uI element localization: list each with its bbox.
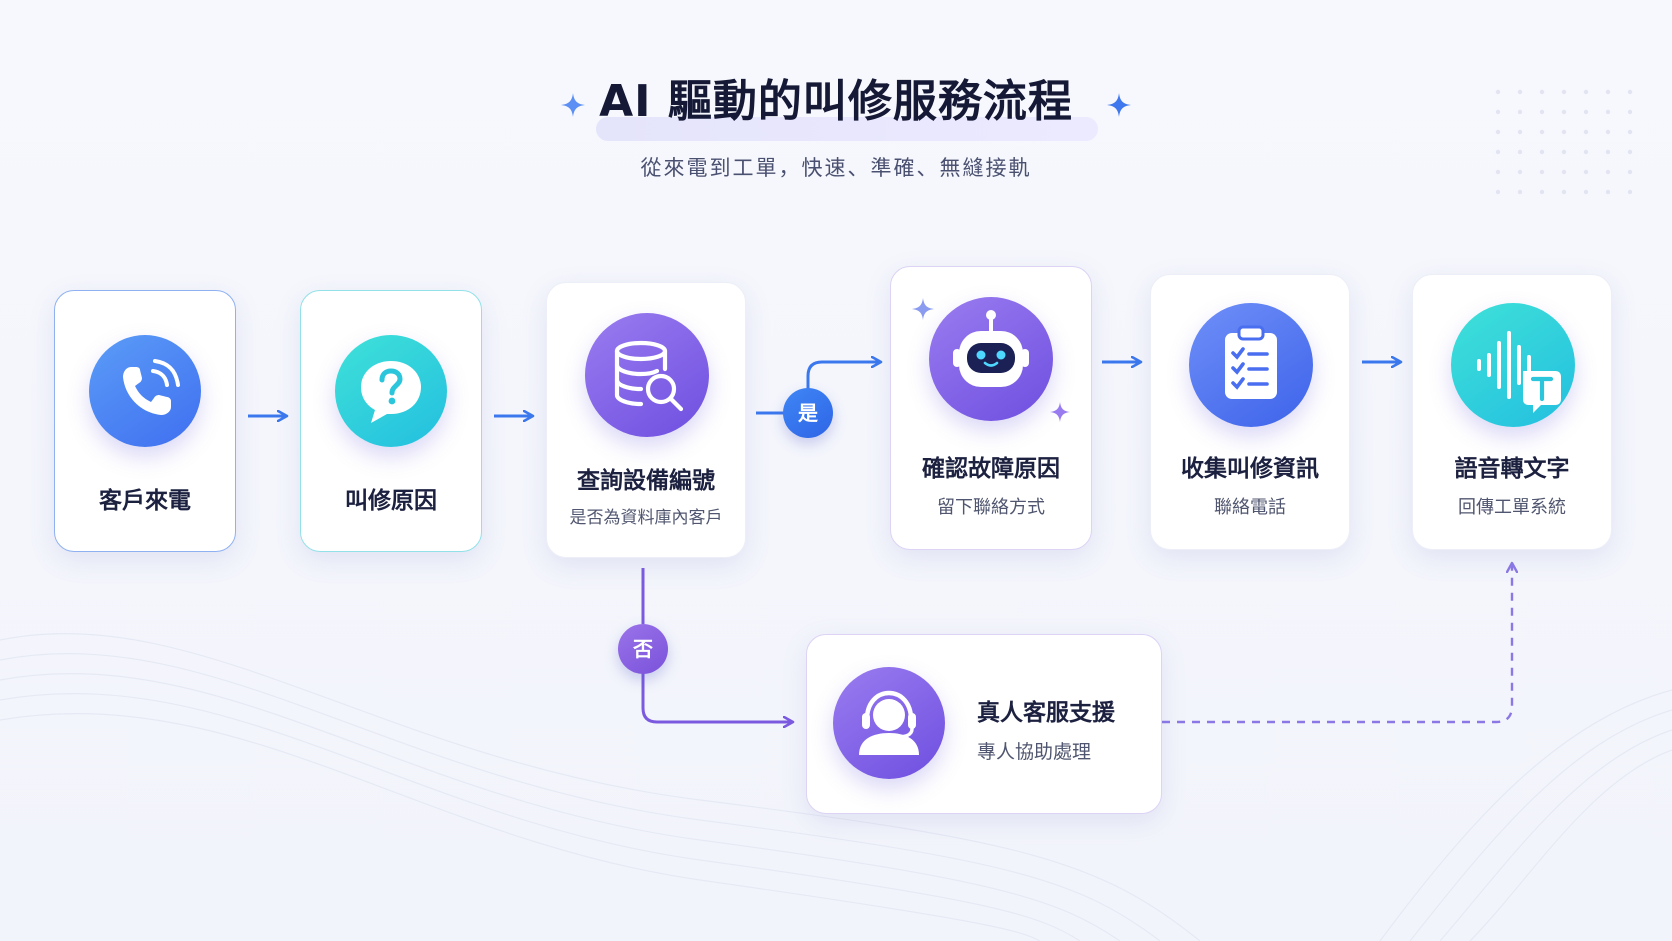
step-subtitle: 是否為資料庫內客戶 <box>569 508 723 528</box>
human-support-title: 真人客服支援 <box>977 700 1115 726</box>
step-card-reason[interactable]: 叫修原因 <box>300 290 482 552</box>
human-support-card[interactable]: 真人客服支援 專人協助處理 <box>806 634 1162 814</box>
arrow-no-branch <box>641 568 792 722</box>
step-title: 客戶來電 <box>99 488 191 514</box>
phone-icon <box>89 335 201 447</box>
page-title: AI 驅動的叫修服務流程 <box>599 76 1073 127</box>
step-subtitle: 聯絡電話 <box>1214 497 1286 518</box>
step-card-confirm[interactable]: 確認故障原因 留下聯絡方式 <box>890 266 1092 550</box>
step-subtitle: 回傳工單系統 <box>1458 497 1566 518</box>
step-title: 收集叫修資訊 <box>1181 456 1319 482</box>
step-card-call[interactable]: 客戶來電 <box>54 290 236 552</box>
badge-yes: 是 <box>783 388 833 438</box>
sparkle-icon <box>561 93 585 117</box>
step-title: 查詢設備編號 <box>577 468 715 494</box>
headset-agent-icon <box>833 667 945 779</box>
clipboard-checklist-icon <box>1189 303 1313 427</box>
decorative-dot-grid <box>1495 89 1633 195</box>
step-card-collect[interactable]: 收集叫修資訊 聯絡電話 <box>1150 274 1350 550</box>
header: AI 驅動的叫修服務流程 <box>0 70 1672 134</box>
step-title: 確認故障原因 <box>922 456 1060 482</box>
page-subtitle: 從來電到工單，快速、準確、無縫接軌 <box>640 156 1032 180</box>
step-title: 語音轉文字 <box>1454 456 1570 482</box>
robot-icon <box>929 297 1053 421</box>
sparkle-icon <box>911 297 935 321</box>
arrow-human-to-transcribe <box>1162 564 1512 724</box>
sparkle-icon <box>1107 93 1131 117</box>
step-card-lookup[interactable]: 查詢設備編號 是否為資料庫內客戶 <box>546 282 746 558</box>
step-title: 叫修原因 <box>345 488 437 514</box>
badge-no: 否 <box>618 624 668 674</box>
title-highlight <box>596 117 1098 141</box>
step-subtitle: 留下聯絡方式 <box>937 497 1045 518</box>
database-search-icon <box>585 313 709 437</box>
human-support-subtitle: 專人協助處理 <box>977 741 1092 763</box>
question-chat-icon <box>335 335 447 447</box>
step-card-transcribe[interactable]: 語音轉文字 回傳工單系統 <box>1412 274 1612 550</box>
voice-to-text-icon <box>1451 303 1575 427</box>
sparkle-icon <box>1049 401 1071 423</box>
